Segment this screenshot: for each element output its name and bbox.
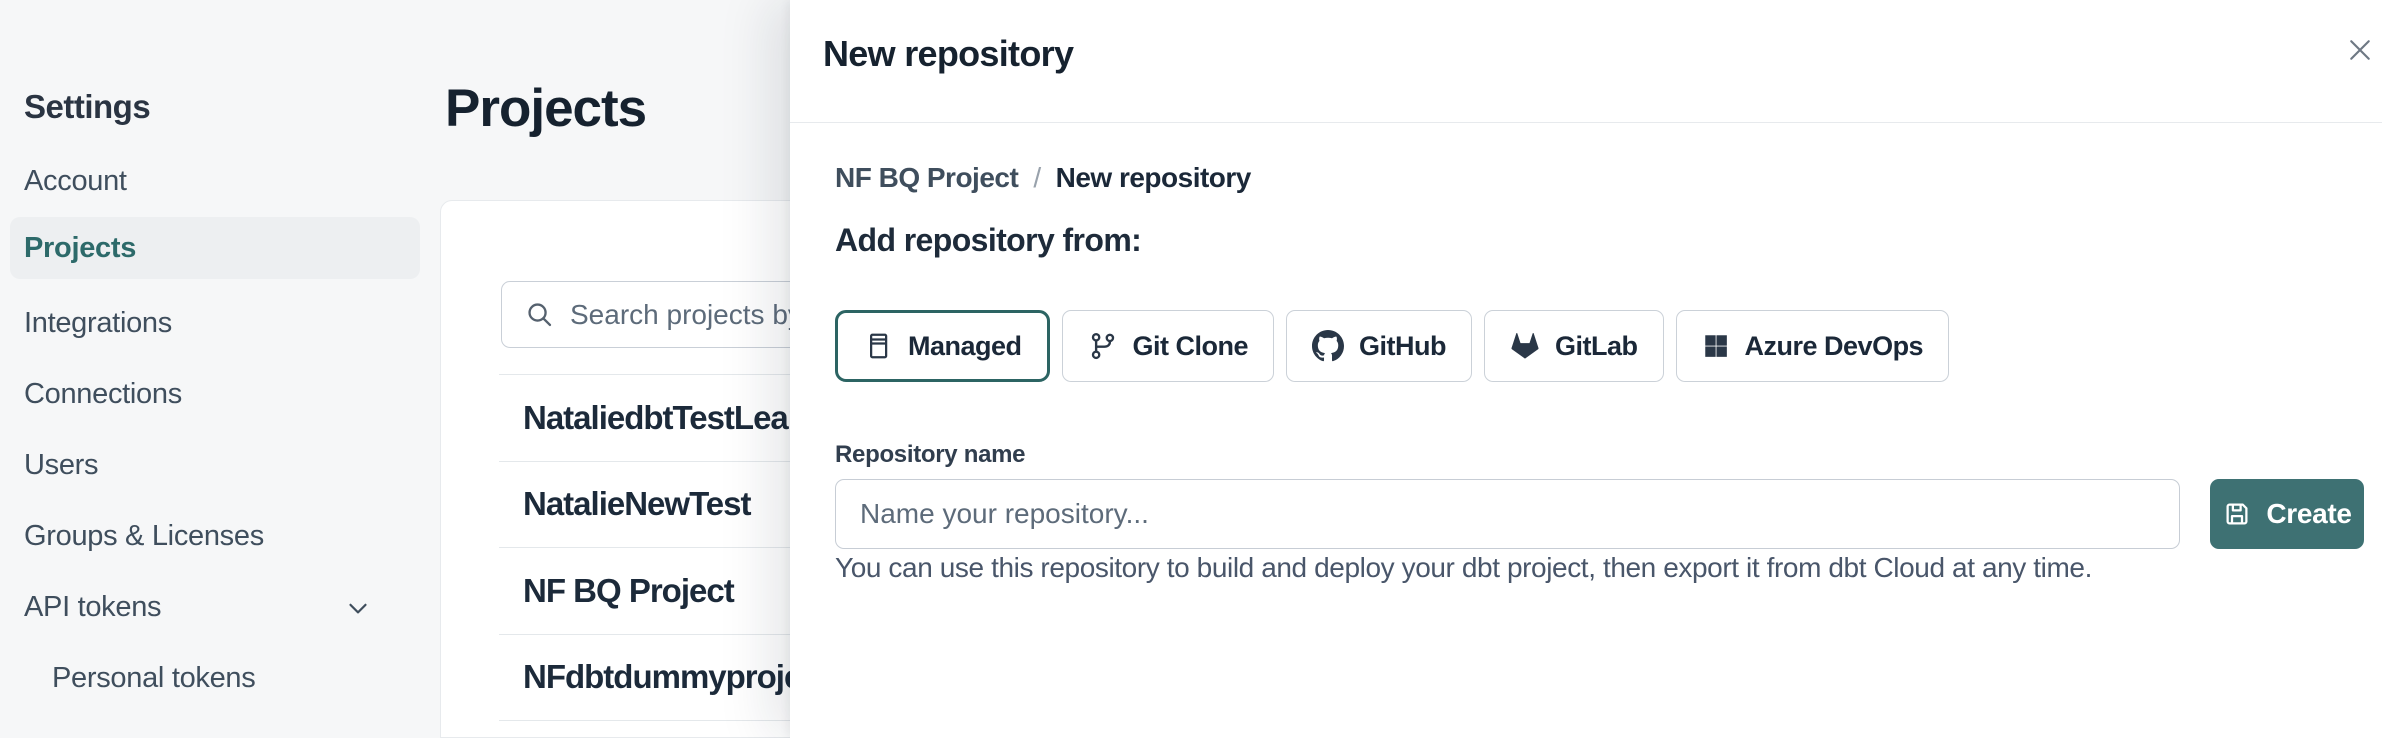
modal-title: New repository <box>823 33 1074 74</box>
github-icon <box>1312 330 1345 362</box>
sidebar-item-connections[interactable]: Connections <box>24 378 182 410</box>
source-option-azure-devops[interactable]: Azure DevOps <box>1675 310 1950 382</box>
repository-name-label: Repository name <box>835 441 1026 468</box>
source-option-label: Git Clone <box>1132 330 1249 361</box>
search-icon <box>524 299 555 330</box>
chevron-down-icon <box>343 593 373 623</box>
create-button[interactable]: Create <box>2210 479 2364 549</box>
source-option-label: Managed <box>908 330 1022 361</box>
close-icon[interactable] <box>2338 28 2382 72</box>
managed-repo-icon <box>863 331 893 361</box>
azure-devops-icon <box>1702 332 1730 360</box>
sidebar-item-account[interactable]: Account <box>24 165 127 197</box>
gitlab-icon <box>1510 331 1540 361</box>
settings-title: Settings <box>24 88 151 125</box>
sidebar-item-api-tokens[interactable]: API tokens <box>10 572 420 643</box>
sidebar-item-personal-tokens[interactable]: Personal tokens <box>52 662 256 694</box>
source-option-gitlab[interactable]: GitLab <box>1484 310 1664 382</box>
settings-nav: Account Projects Integrations Connection… <box>10 146 420 714</box>
breadcrumb-project-link[interactable]: NF BQ Project <box>835 162 1019 193</box>
breadcrumb-current: New repository <box>1055 162 1252 193</box>
modal-header: New repository <box>790 0 2382 123</box>
repository-name-input[interactable] <box>835 479 2180 549</box>
save-icon <box>2222 499 2252 529</box>
source-option-github[interactable]: GitHub <box>1286 310 1473 382</box>
sidebar-item-label: API tokens <box>24 591 162 623</box>
sidebar-item-projects[interactable]: Projects <box>10 217 420 279</box>
repository-name-row: Create <box>835 479 2364 549</box>
source-option-label: GitLab <box>1555 330 1638 361</box>
new-repository-modal: New repository NF BQ Project / New repos… <box>790 0 2382 738</box>
sidebar-item-groups-licenses[interactable]: Groups & Licenses <box>24 520 264 552</box>
add-repository-heading: Add repository from: <box>835 222 1142 258</box>
repo-source-options: Managed Git Clone GitHub GitLab Azure De <box>835 310 1950 382</box>
sidebar-item-users[interactable]: Users <box>24 449 99 481</box>
source-option-label: Azure DevOps <box>1744 330 1924 361</box>
sidebar-item-integrations[interactable]: Integrations <box>24 307 172 339</box>
source-option-label: GitHub <box>1359 330 1447 361</box>
create-button-label: Create <box>2266 498 2352 529</box>
git-branch-icon <box>1088 331 1118 361</box>
breadcrumb-separator: / <box>1033 162 1041 193</box>
breadcrumb: NF BQ Project / New repository <box>835 162 1251 194</box>
source-option-managed[interactable]: Managed <box>835 310 1050 382</box>
repository-helper-text: You can use this repository to build and… <box>835 552 2092 583</box>
page-title: Projects <box>445 79 647 138</box>
source-option-git-clone[interactable]: Git Clone <box>1061 310 1275 382</box>
